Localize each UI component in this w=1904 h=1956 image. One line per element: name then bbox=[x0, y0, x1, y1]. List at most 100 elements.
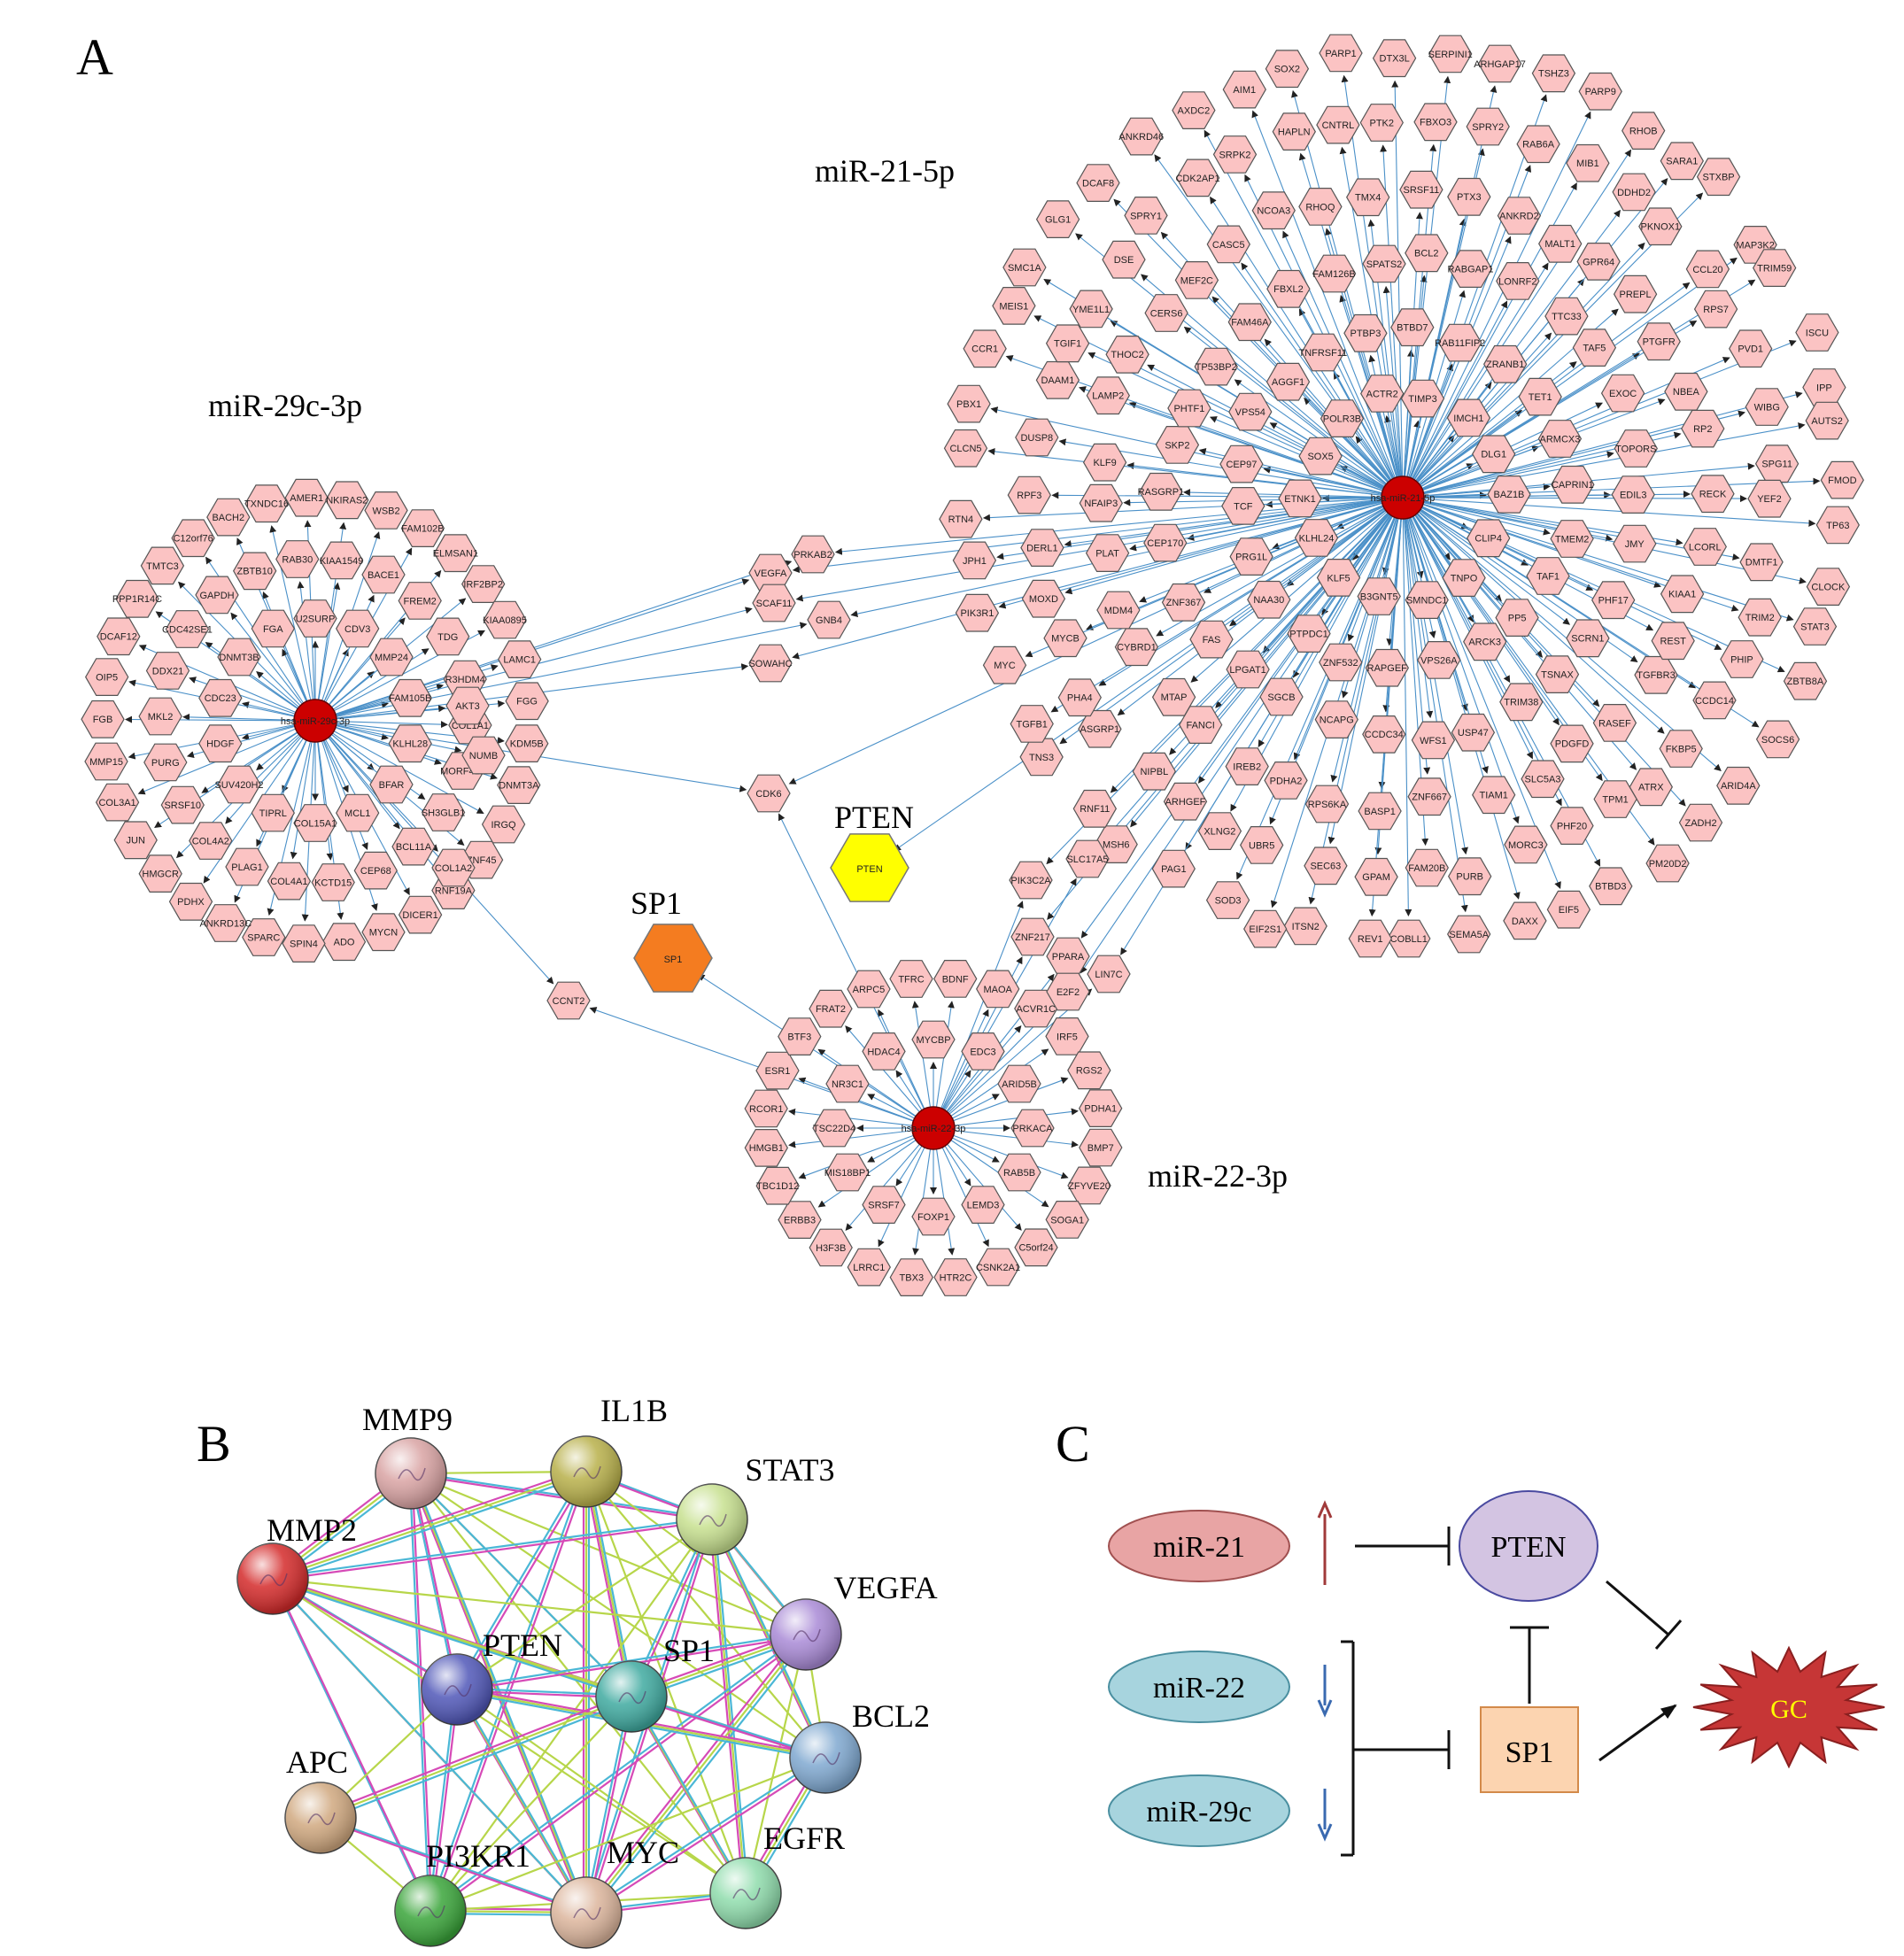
gene-label: PTK2 bbox=[1369, 118, 1394, 128]
gene-node-col4a1: COL4A1 bbox=[267, 862, 312, 901]
gene-node-rpf3: RPF3 bbox=[1007, 475, 1051, 514]
gene-node-ptk2: PTK2 bbox=[1359, 104, 1404, 142]
gene-node-ccnt2: CCNT2 bbox=[546, 981, 591, 1020]
gene-label: H3F3B bbox=[816, 1243, 846, 1254]
gene-node-fam20b: FAM20B bbox=[1405, 848, 1449, 887]
panel-a: A U2SURPCDV3MMP24FAM105BKLHL28BFARMCL1CO… bbox=[76, 28, 1864, 1297]
gene-label: COL3A1 bbox=[98, 798, 135, 808]
gene-node-ptx3: PTX3 bbox=[1447, 177, 1491, 216]
gene-label: LAMP2 bbox=[1092, 391, 1124, 402]
gene-label: HDGF bbox=[206, 739, 234, 750]
panel-a-nodes: U2SURPCDV3MMP24FAM105BKLHL28BFARMCL1COL1… bbox=[81, 34, 1864, 1297]
c-sp1-node bbox=[1480, 1706, 1579, 1793]
c-mir22-label: miR-22 bbox=[1153, 1672, 1245, 1705]
gene-node-rasef: RASEF bbox=[1592, 703, 1637, 742]
gene-label: GPR64 bbox=[1583, 257, 1614, 267]
gene-node-clip4: CLIP4 bbox=[1467, 519, 1511, 558]
interaction-edge bbox=[430, 1756, 826, 1913]
target-edge bbox=[1147, 364, 1404, 499]
gene-node-mmp15: MMP15 bbox=[84, 742, 128, 781]
gene-label: PAG1 bbox=[1161, 864, 1187, 875]
gene-node-gpam: GPAM bbox=[1354, 857, 1398, 896]
gene-node-arid5b: ARID5B bbox=[997, 1064, 1041, 1103]
gene-node-kiaa1549: KIAA1549 bbox=[320, 541, 363, 580]
gene-label: THOC2 bbox=[1111, 350, 1143, 360]
gene-node-mycn: MYCN bbox=[361, 913, 406, 952]
gene-node-moxd: MOXD bbox=[1021, 579, 1066, 618]
gene-label: CCDC34 bbox=[1365, 730, 1404, 740]
target-edge bbox=[1402, 451, 1614, 499]
gene-label: EIF5 bbox=[1559, 905, 1579, 916]
gene-node-gapdh: GAPDH bbox=[195, 576, 239, 615]
gene-node-xlng2: XLNG2 bbox=[1197, 812, 1242, 851]
gene-label: MSH6 bbox=[1103, 840, 1130, 851]
target-edge bbox=[1251, 110, 1404, 499]
gene-node-pm20d2: PM20D2 bbox=[1645, 844, 1690, 883]
gene-label: PVD1 bbox=[1738, 344, 1763, 355]
gene-label: HMGB1 bbox=[749, 1143, 784, 1154]
pten-node-label: PTEN bbox=[856, 864, 882, 875]
gene-label: TGFBR3 bbox=[1637, 670, 1675, 681]
gene-node-lamc1: LAMC1 bbox=[498, 640, 542, 679]
gene-label: COL4A1 bbox=[270, 877, 307, 887]
gene-node-mycb: MYCB bbox=[1043, 619, 1087, 658]
gene-label: ARID4A bbox=[1721, 781, 1756, 792]
gene-label: SRSF7 bbox=[868, 1201, 899, 1211]
gene-node-lonrf2: LONRF2 bbox=[1496, 262, 1540, 300]
target-edge bbox=[933, 1025, 1022, 1129]
gene-node-derl1: DERL1 bbox=[1020, 529, 1064, 568]
gene-node-smc1a: SMC1A bbox=[1002, 248, 1047, 287]
gene-label: ANKRD2 bbox=[1499, 211, 1539, 221]
gene-node-znf217: ZNF217 bbox=[1010, 917, 1055, 956]
interaction-edge bbox=[317, 1692, 630, 1817]
gene-node-zbtb10: ZBTB10 bbox=[233, 552, 277, 591]
gene-label: ANKRD46 bbox=[1118, 132, 1164, 143]
gene-label: SOX5 bbox=[1307, 452, 1333, 462]
gene-label: LIN7C bbox=[1095, 970, 1122, 980]
gene-node-aggf1: AGGF1 bbox=[1265, 362, 1311, 401]
gene-node-btbd3: BTBD3 bbox=[1589, 867, 1633, 906]
gene-label: TFRC bbox=[898, 974, 924, 985]
gene-node-auts2: AUTS2 bbox=[1805, 401, 1849, 440]
gene-node-ncoa3: NCOA3 bbox=[1251, 191, 1296, 230]
gene-label: SRSF10 bbox=[164, 800, 201, 811]
gene-label: FAM20B bbox=[1408, 863, 1445, 874]
gene-node-timp3: TIMP3 bbox=[1400, 379, 1445, 418]
gene-node-ddhd2: DDHD2 bbox=[1612, 173, 1656, 212]
target-edge bbox=[1402, 391, 1803, 499]
gene-node-irf2bp2: IRF2BP2 bbox=[461, 565, 506, 604]
gene-node-morc3: MORC3 bbox=[1504, 825, 1548, 864]
gene-label: FRAT2 bbox=[816, 1004, 846, 1015]
target-edge bbox=[1327, 497, 1404, 845]
gene-node-nipbl: NIPBL bbox=[1132, 752, 1176, 791]
gene-node-h3f3b: H3F3B bbox=[809, 1228, 853, 1267]
panel-b-letter: B bbox=[197, 1415, 231, 1473]
target-edge bbox=[1059, 497, 1404, 745]
interaction-edge bbox=[456, 1689, 747, 1894]
gene-node-cobll1: COBLL1 bbox=[1387, 919, 1431, 958]
interaction-edge bbox=[708, 1516, 745, 1891]
interaction-edge bbox=[584, 1471, 747, 1894]
gene-node-kiaa0895: KIAA0895 bbox=[483, 600, 527, 639]
gene-label: BACE1 bbox=[368, 570, 399, 581]
gene-label: AKT3 bbox=[455, 701, 480, 712]
protein-node-mmp2: MMP2 bbox=[236, 1512, 357, 1615]
target-edge bbox=[1402, 300, 1508, 499]
gene-node-erbb3: ERBB3 bbox=[778, 1201, 822, 1240]
gene-node-pag1: PAG1 bbox=[1151, 849, 1196, 888]
gene-node-parp1: PARP1 bbox=[1319, 34, 1363, 73]
target-edge bbox=[933, 1108, 1079, 1129]
gene-node-sox5: SOX5 bbox=[1298, 437, 1343, 475]
c-pten-inhibits-gc bbox=[1606, 1580, 1683, 1650]
gene-label: HAPLN bbox=[1278, 128, 1311, 138]
target-edge bbox=[817, 1048, 934, 1129]
gene-label: FMOD bbox=[1828, 475, 1856, 486]
gene-node-pdhx: PDHX bbox=[168, 882, 213, 921]
mir22-title: miR-22-3p bbox=[1148, 1158, 1288, 1194]
gene-node-e2f2: E2F2 bbox=[1046, 972, 1090, 1011]
gene-label: UBR5 bbox=[1249, 840, 1274, 851]
gene-label: MORC3 bbox=[1508, 840, 1544, 851]
gene-node-tfrc: TFRC bbox=[889, 960, 933, 998]
gene-node-stxbp: STXBP bbox=[1696, 158, 1741, 197]
target-edge bbox=[845, 1127, 934, 1231]
